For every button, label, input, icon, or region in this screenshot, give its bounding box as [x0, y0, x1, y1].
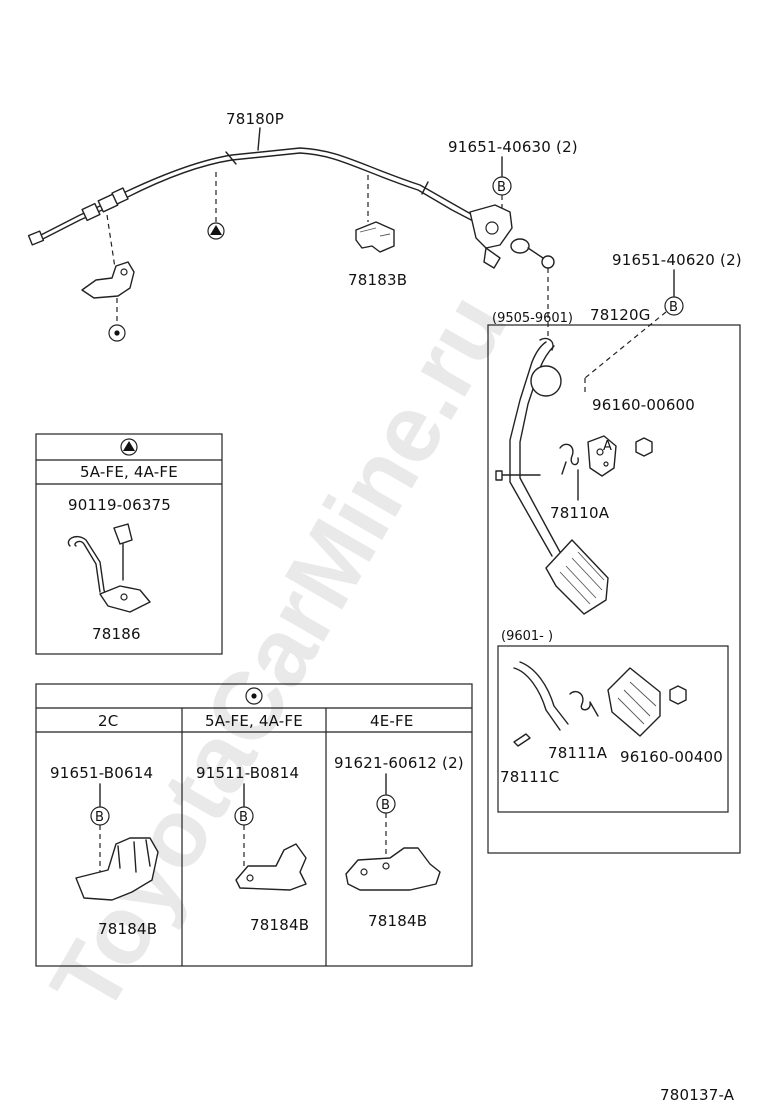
a-reference-icon: A — [603, 439, 612, 454]
label-91651-40620: 91651-40620 (2) — [612, 251, 742, 269]
label-78183b: 78183B — [348, 271, 407, 289]
dot-col1-engine: 2C — [98, 712, 118, 730]
label-78186: 78186 — [92, 625, 141, 643]
label-78111c: 78111C — [500, 768, 559, 786]
cable-bracket-left — [81, 261, 135, 299]
dot-box — [35, 683, 473, 967]
triangle-box — [35, 433, 223, 655]
dot-col2-engine: 5A-FE, 4A-FE — [205, 712, 303, 730]
accelerator-cable — [27, 147, 479, 246]
bracket-78186 — [67, 523, 151, 613]
bracket-5a-4a — [235, 843, 307, 891]
triangle-box-engine: 5A-FE, 4A-FE — [80, 463, 178, 481]
dot-reference-icon — [108, 324, 126, 342]
b-reference-icon-2: B — [664, 296, 684, 316]
bracket-4e — [345, 847, 441, 891]
b-reference-icon-col1: B — [90, 806, 110, 826]
dot-col3-bolt: 91621-60612 (2) — [334, 754, 464, 772]
b-reference-icon-col3: B — [376, 794, 396, 814]
label-96160-00400: 96160-00400 — [620, 748, 723, 766]
label-90119-06375: 90119-06375 — [68, 496, 171, 514]
return-spring-78110a — [559, 435, 617, 501]
dot-col2-part: 78184B — [250, 916, 309, 934]
triangle-reference-icon — [207, 222, 225, 240]
svg-text:B: B — [95, 810, 104, 825]
accelerator-pedal-arm — [495, 337, 609, 615]
svg-text:B: B — [239, 810, 248, 825]
svg-text:B: B — [381, 798, 390, 813]
cable-clip — [355, 175, 395, 253]
svg-text:A: A — [603, 439, 612, 454]
cable-end-fitting — [469, 204, 555, 340]
b-reference-icon: B — [492, 176, 512, 196]
dot-col1-bolt: 91651-B0614 — [50, 764, 153, 782]
label-78120g: 78120G — [590, 306, 651, 324]
dot-col3-part: 78184B — [368, 912, 427, 930]
label-78180p: 78180P — [226, 110, 284, 128]
pedal-arm-new — [513, 661, 687, 747]
label-78110a: 78110A — [550, 504, 610, 522]
pedal-subbox-frame — [497, 645, 729, 813]
pedal-box-period: (9505-9601) — [492, 311, 573, 326]
bracket-2c — [75, 837, 159, 901]
pedal-box-frame — [487, 324, 741, 854]
b-reference-icon-col2: B — [234, 806, 254, 826]
label-78111a: 78111A — [548, 744, 608, 762]
pedal-subbox-period: (9601- ) — [501, 629, 553, 644]
svg-text:B: B — [497, 180, 506, 195]
svg-text:B: B — [669, 300, 678, 315]
nut-96160-00600 — [635, 437, 653, 457]
dot-col3-engine: 4E-FE — [370, 712, 414, 730]
label-91651-40630: 91651-40630 (2) — [448, 138, 578, 156]
diagram-code: 780137-A — [660, 1086, 735, 1104]
label-96160-00600: 96160-00600 — [592, 396, 695, 414]
dot-col1-part: 78184B — [98, 920, 157, 938]
dot-col2-bolt: 91511-B0814 — [196, 764, 299, 782]
